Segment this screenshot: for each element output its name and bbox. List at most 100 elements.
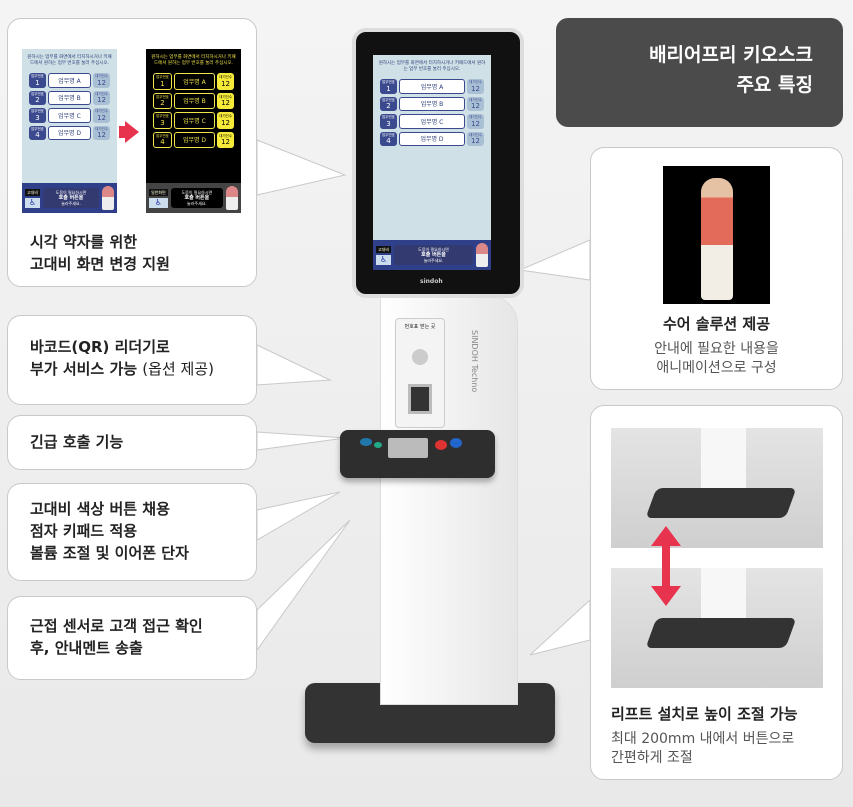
guide-avatar (226, 186, 238, 210)
num-label: 업무번호 (156, 114, 169, 118)
feature-line: 고대비 화면 변경 지원 (30, 255, 170, 273)
num-label: 업무번호 (382, 132, 395, 137)
qr-reader[interactable] (408, 384, 432, 414)
green-button[interactable] (374, 442, 382, 448)
title-line1: 배리어프리 키오스크 (649, 44, 813, 66)
title-banner: 배리어프리 키오스크 주요 특징 (556, 18, 843, 127)
wait-label: 대기인수 (95, 126, 108, 131)
task-name: 업무명 B (47, 90, 92, 105)
wait-label: 대기인수 (219, 114, 232, 118)
num-label: 업무번호 (156, 75, 169, 79)
help-line: 호출 버튼을 (58, 195, 84, 201)
blue-button[interactable] (360, 438, 372, 446)
callout-emergency-call: 긴급 호출 기능 (7, 415, 257, 470)
wait-value: 12 (97, 131, 107, 139)
num-value: 3 (386, 119, 391, 128)
wait-label: 대기인수 (95, 91, 108, 96)
feature-line-group: 부가 서비스 가능 (옵션 제공) (30, 358, 248, 380)
guide-avatar (102, 186, 114, 210)
pole (701, 428, 746, 488)
feature-desc: 애니메이션으로 구성 (656, 360, 777, 376)
task-name: 업무명 D (173, 131, 216, 148)
wait-value: 12 (97, 96, 107, 104)
help-line: 호출 버튼을 (421, 252, 446, 258)
feature-line: 볼륨 조절 및 이어폰 단자 (30, 544, 189, 562)
footer-buttons: 일반화면 ♿ (149, 188, 168, 208)
high-contrast-button[interactable]: 고대비 (376, 245, 392, 253)
feature-line: 후, 안내멘트 송출 (30, 639, 143, 657)
normal-screen-button[interactable]: 일반화면 (149, 188, 168, 196)
help-line: 눌러주세요. (187, 201, 207, 206)
guide-avatar (476, 243, 488, 267)
wait-label: 대기인수 (469, 132, 482, 137)
callout-qr-reader: 바코드(QR) 리더기로 부가 서비스 가능 (옵션 제공) (7, 315, 257, 405)
wait-value: 12 (97, 113, 107, 122)
num-label: 업무번호 (156, 94, 169, 99)
wait-label: 대기인수 (219, 94, 232, 99)
feature-title: 수어 솔루션 제공 (662, 315, 771, 333)
footer-buttons: 고대비 ♿ (376, 245, 392, 265)
wait-label: 대기인수 (95, 109, 108, 113)
braille-keypad[interactable] (388, 438, 428, 458)
title-line2: 주요 특징 (736, 74, 813, 96)
kiosk-printer: 번호표 받는 곳 (395, 318, 445, 428)
task-name: 업무명 C (173, 112, 216, 129)
wait-label: 대기인수 (469, 80, 482, 84)
feature-line: 부가 서비스 가능 (30, 360, 138, 378)
kiosk-screen[interactable]: 원하시는 업무를 화면에서 터치하시거나 키패드에서 원하는 업무 번호를 눌러… (373, 55, 491, 270)
task-name: 업무명 D (47, 125, 92, 140)
feature-text: 고대비 색상 버튼 채용 점자 키패드 적용 볼륨 조절 및 이어폰 단자 (30, 498, 248, 564)
num-value: 4 (160, 138, 165, 146)
lift-bottom-photo (611, 568, 823, 688)
wait-label: 대기인수 (469, 97, 482, 102)
help-line: 도움이 필요하시면 (181, 190, 213, 195)
call-button[interactable] (435, 440, 447, 450)
accessibility-icon: ♿ (376, 254, 392, 265)
num-label: 업무번호 (31, 109, 44, 113)
accessibility-icon: ♿ (25, 197, 41, 208)
wait-value: 12 (471, 137, 481, 145)
accessibility-icon: ♿ (149, 197, 168, 208)
speaker-icon (412, 349, 428, 365)
high-contrast-button[interactable]: 고대비 (25, 188, 41, 196)
num-value: 2 (35, 96, 40, 104)
feature-text: 리프트 설치로 높이 조절 가능 최대 200mm 내에서 버튼으로 간편하게 … (611, 704, 836, 768)
footer-buttons: 고대비 ♿ (25, 188, 41, 208)
volume-button[interactable] (450, 438, 462, 448)
num-value: 3 (160, 118, 165, 127)
wait-value: 12 (471, 84, 481, 93)
wait-value: 12 (221, 99, 231, 107)
help-line: 도움이 필요하시면 (55, 190, 87, 195)
num-value: 1 (160, 79, 165, 88)
feature-text: 긴급 호출 기능 (30, 433, 124, 451)
wait-label: 대기인수 (219, 133, 232, 138)
